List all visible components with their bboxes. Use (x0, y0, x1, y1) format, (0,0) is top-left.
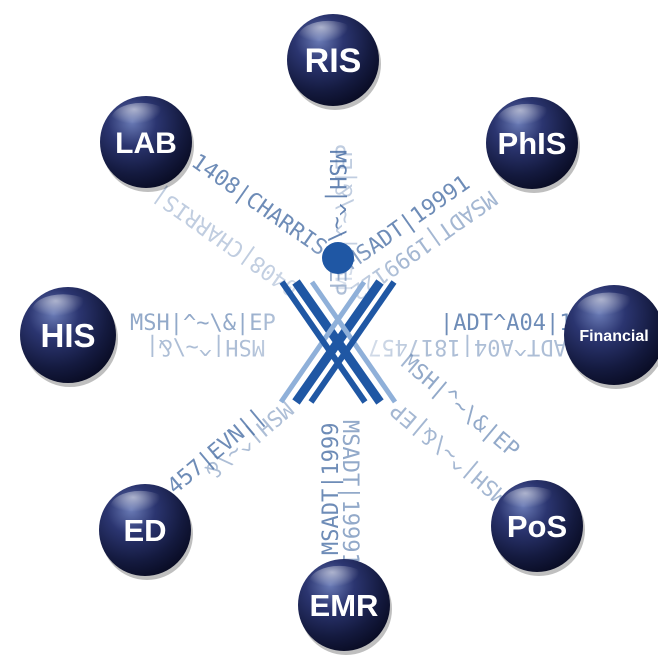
node-ris-label: RIS (305, 42, 362, 80)
node-ris: RIS (287, 14, 381, 110)
logo-head (322, 242, 354, 274)
node-his-label: HIS (40, 317, 95, 354)
hl7-person-x-logo-icon (278, 242, 398, 405)
node-pos-label: PoS (507, 509, 567, 544)
node-pos: PoS (491, 480, 585, 576)
node-lab-label: LAB (115, 127, 177, 160)
node-phis-label: PhIS (498, 126, 567, 161)
node-emr: EMR (298, 559, 392, 655)
node-phis: PhIS (486, 97, 580, 193)
node-financial: Financial (564, 285, 658, 389)
spoke-text-down-mirror: MSADT|19991 (337, 420, 362, 566)
node-his: HIS (20, 287, 118, 387)
node-lab: LAB (100, 96, 194, 192)
node-emr-label: EMR (310, 588, 379, 623)
node-ed-label: ED (123, 513, 166, 548)
node-financial-label: Financial (579, 328, 648, 345)
node-ed: ED (99, 484, 193, 580)
spoke-text-down: MSADT|1999 (319, 423, 344, 555)
